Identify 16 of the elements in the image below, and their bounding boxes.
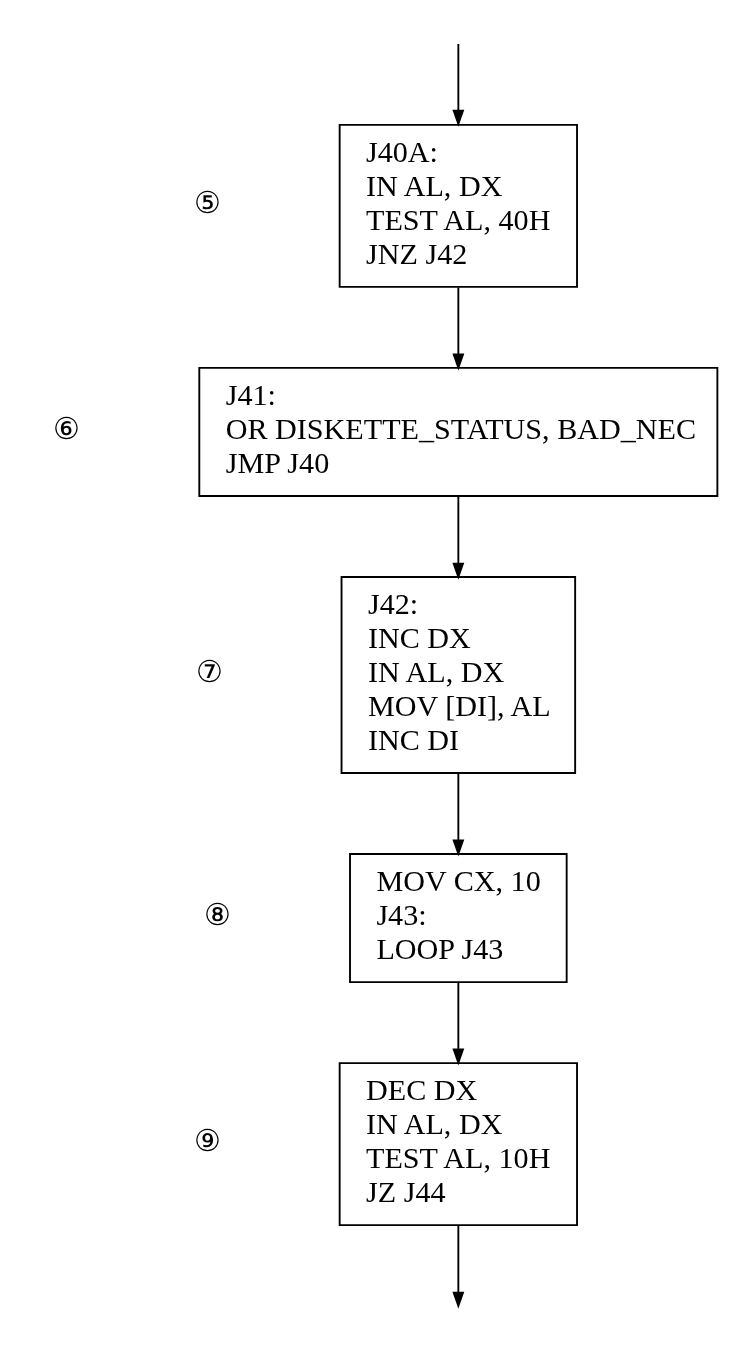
arrow xyxy=(452,772,465,856)
node-label: ⑥ xyxy=(52,411,80,446)
node-label: ⑦ xyxy=(196,654,224,689)
node-box: DEC DX IN AL, DX TEST AL, 10H JZ J44 xyxy=(338,1061,578,1226)
node-label: ⑤ xyxy=(194,185,222,220)
node-box: J41: OR DISKETTE_STATUS, BAD_NEC JMP J40 xyxy=(198,366,719,497)
arrow xyxy=(452,42,465,127)
node-label: ⑨ xyxy=(194,1123,222,1158)
arrow xyxy=(452,1223,465,1309)
node-box: J40A: IN AL, DX TEST AL, 40H JNZ J42 xyxy=(338,123,578,288)
node-box: J42: INC DX IN AL, DX MOV [DI], AL INC DI xyxy=(340,575,577,774)
arrow xyxy=(452,286,465,371)
arrow xyxy=(452,494,465,580)
node-label: ⑧ xyxy=(203,897,231,932)
node-box: MOV CX, 10 J43: LOOP J43 xyxy=(349,852,568,983)
arrow xyxy=(452,980,465,1066)
